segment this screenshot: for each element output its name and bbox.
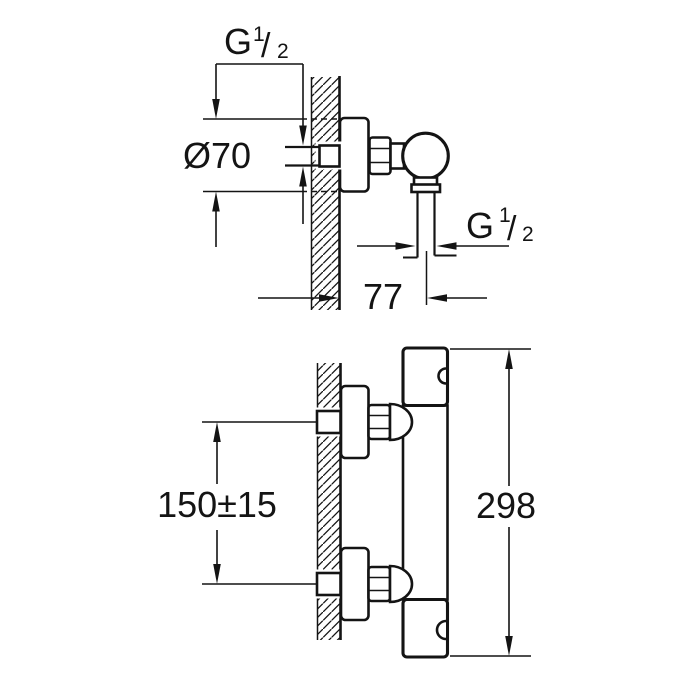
square-fitting xyxy=(318,144,341,168)
inlet-spacing-arrow-up-icon xyxy=(213,422,221,442)
wall-offset-label: 77 xyxy=(363,276,403,317)
thread-outlet-numerator: 1 xyxy=(499,204,511,227)
thread-top-arrow-up-icon xyxy=(299,166,307,187)
dimension-thread-top: G 1 / 2 xyxy=(216,21,307,224)
diameter-arrow-down-icon xyxy=(212,99,220,119)
body-middle-section xyxy=(401,404,449,601)
thread-outlet-slash: / xyxy=(507,210,517,248)
height-arrow-up-icon xyxy=(505,349,513,369)
dimension-thread-outlet: G 1 / 2 xyxy=(357,204,534,250)
inlet-union-top xyxy=(313,384,392,460)
inlet-top-union-nut xyxy=(367,403,392,441)
outlet-collar-lower xyxy=(410,183,442,194)
thread-top-arrow-down-icon xyxy=(299,125,307,146)
thread-outlet-letter: G xyxy=(466,205,494,246)
escutcheon-diameter-label: Ø70 xyxy=(183,135,251,176)
inlet-bottom-union-boss xyxy=(388,564,414,604)
height-arrow-down-icon xyxy=(505,636,513,656)
diameter-arrow-up-icon xyxy=(212,191,220,212)
inlet-bottom-escutcheon xyxy=(339,546,370,622)
height-label: 298 xyxy=(476,485,536,526)
inlet-top-escutcheon xyxy=(339,384,370,460)
thread-top-letter: G xyxy=(224,21,252,62)
bottom-handle-button xyxy=(435,619,447,641)
thread-outlet-arrow-left-icon xyxy=(436,242,457,250)
inlet-spacing-arrow-down-icon xyxy=(213,564,221,584)
inlet-spacing-label: 150±15 xyxy=(157,484,277,525)
thread-top-slash: / xyxy=(261,27,271,65)
inlet-top-square-fitting xyxy=(315,409,342,435)
dimension-wall-offset: 77 xyxy=(258,276,487,317)
thread-top-denominator: 2 xyxy=(277,40,289,63)
bottom-handle xyxy=(401,597,450,659)
wall-hatch xyxy=(311,77,339,310)
dimension-overall-height: 298 xyxy=(450,348,536,657)
wall-offset-arrow-left-icon xyxy=(427,294,447,302)
escutcheon-side xyxy=(338,116,370,193)
wall-offset-arrow-right-icon xyxy=(319,294,339,302)
union-nut-side xyxy=(368,136,392,176)
inlet-union-bottom xyxy=(313,546,392,622)
thread-outlet-arrow-right-icon xyxy=(395,242,416,250)
top-view: G 1 / 2 Ø70 77 xyxy=(183,21,534,317)
dimension-inlet-spacing: 150±15 xyxy=(157,421,316,585)
top-handle xyxy=(401,346,450,408)
thread-top-numerator: 1 xyxy=(253,23,265,46)
inlet-bottom-square-fitting xyxy=(315,571,342,597)
front-view: 150±15 298 xyxy=(157,346,536,659)
top-handle-button xyxy=(437,367,447,385)
inlet-top-union-boss xyxy=(388,402,414,442)
ball-joint xyxy=(401,131,450,181)
inlet-bottom-union-nut xyxy=(367,565,392,603)
thread-outlet-denominator: 2 xyxy=(522,223,534,246)
dimension-escutcheon-diameter: Ø70 xyxy=(183,64,340,247)
thermostat-body xyxy=(388,346,450,659)
